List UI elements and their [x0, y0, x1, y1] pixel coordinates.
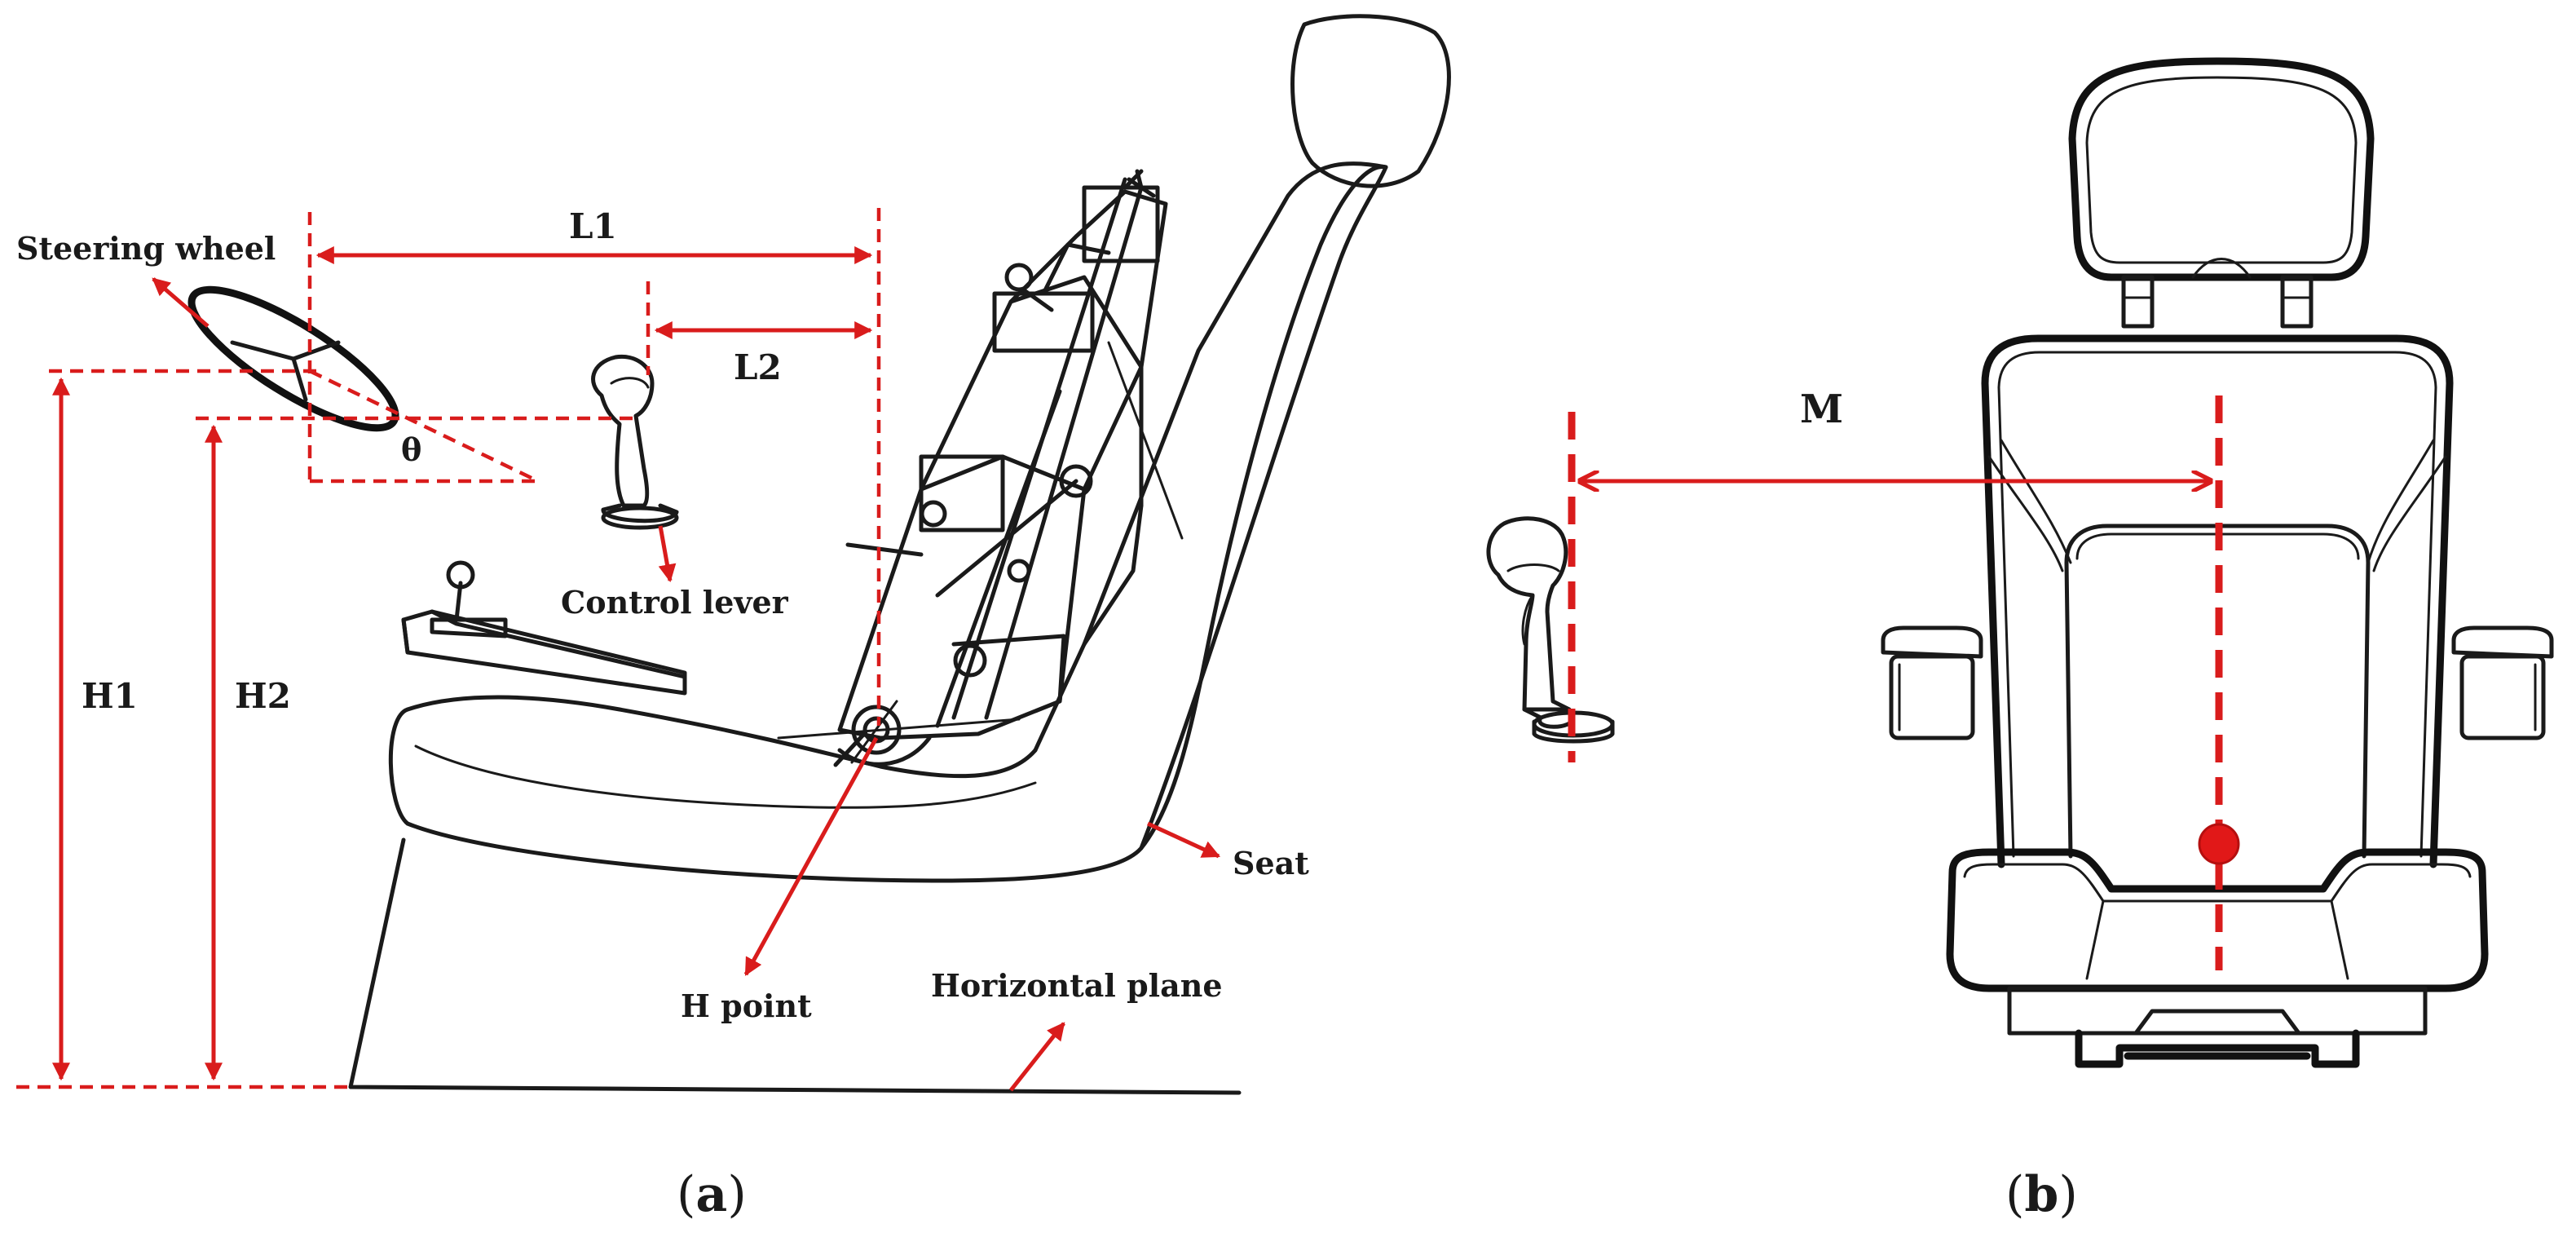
panel-b-front-view: M (b): [1486, 57, 2554, 1223]
m-label: M: [1800, 387, 1843, 432]
h-point-manikin: [777, 169, 1184, 767]
steering-wheel-label: Steering wheel: [16, 230, 276, 267]
dimension-annotations-a: [16, 208, 1220, 1092]
h2-label: H2: [235, 676, 291, 716]
dimension-annotations-b: M: [1568, 387, 2240, 970]
theta-label: θ: [401, 431, 421, 468]
steering-wheel-leader: [152, 277, 210, 328]
control-lever-drawing-b: [1486, 516, 1615, 744]
panel-a-side-view: Steering wheel L1 L2 θ Control lever H1 …: [16, 14, 1451, 1223]
horizontal-plane-leader: [1009, 1022, 1065, 1092]
panel-b-caption: (b): [2005, 1166, 2078, 1223]
h-point-marker: [2198, 823, 2240, 865]
seat-side-drawing: [348, 14, 1451, 1095]
steering-wheel-drawing: [187, 285, 399, 432]
control-lever-leader: [658, 525, 677, 583]
horizontal-plane-label: Horizontal plane: [931, 967, 1223, 1004]
control-lever-label: Control lever: [561, 584, 789, 621]
h-point-label: H point: [681, 988, 812, 1024]
seat-front-drawing: [1881, 57, 2554, 1068]
seat-label: Seat: [1233, 845, 1309, 881]
h-point-leader: [743, 736, 879, 976]
theta-angle-line: [309, 369, 539, 484]
l2-label: L2: [734, 347, 782, 387]
l1-label: L1: [569, 206, 617, 246]
h1-label: H1: [82, 676, 138, 716]
labels-a: Steering wheel L1 L2 θ Control lever H1 …: [16, 206, 1309, 1024]
panel-a-caption: (a): [677, 1166, 747, 1223]
seat-leader: [1146, 821, 1220, 859]
control-lever-drawing-a: [591, 354, 679, 530]
